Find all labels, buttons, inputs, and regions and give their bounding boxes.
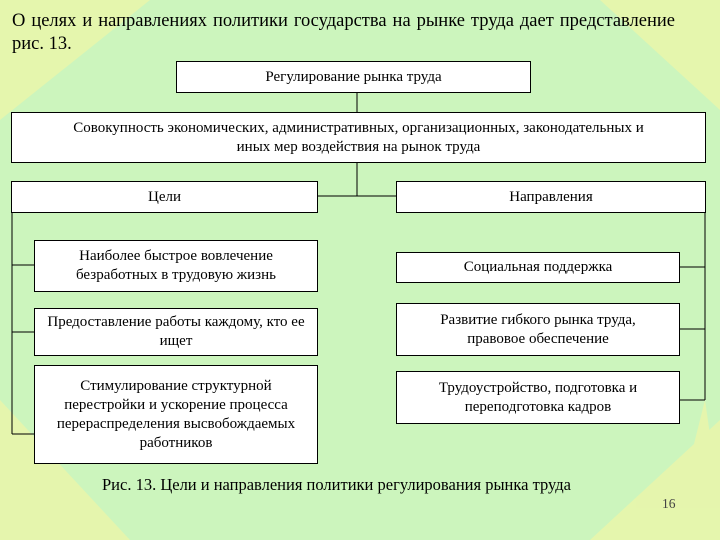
direction-1-node: Социальная поддержка <box>396 252 680 283</box>
intro-text: О целях и направлениях политики государс… <box>12 11 675 54</box>
direction-3-node: Трудоустройство, подготовка и переподгот… <box>396 371 680 424</box>
goal-3-node: Стимулирование структурной перестройки и… <box>34 365 318 464</box>
root-node: Регулирование рынка труда <box>176 61 531 93</box>
goals-node: Цели <box>11 181 318 213</box>
direction-2-node: Развитие гибкого рынка труда, правовое о… <box>396 303 680 356</box>
page-number: 16 <box>662 496 676 511</box>
goal-1-node: Наиболее быстрое вовлечение безработных … <box>34 240 318 292</box>
measures-node: Совокупность экономических, администрати… <box>11 112 706 163</box>
goal-2-node: Предоставление работы каждому, кто ее ищ… <box>34 308 318 356</box>
figure-caption: Рис. 13. Цели и направления политики рег… <box>102 475 571 494</box>
directions-node: Направления <box>396 181 706 213</box>
